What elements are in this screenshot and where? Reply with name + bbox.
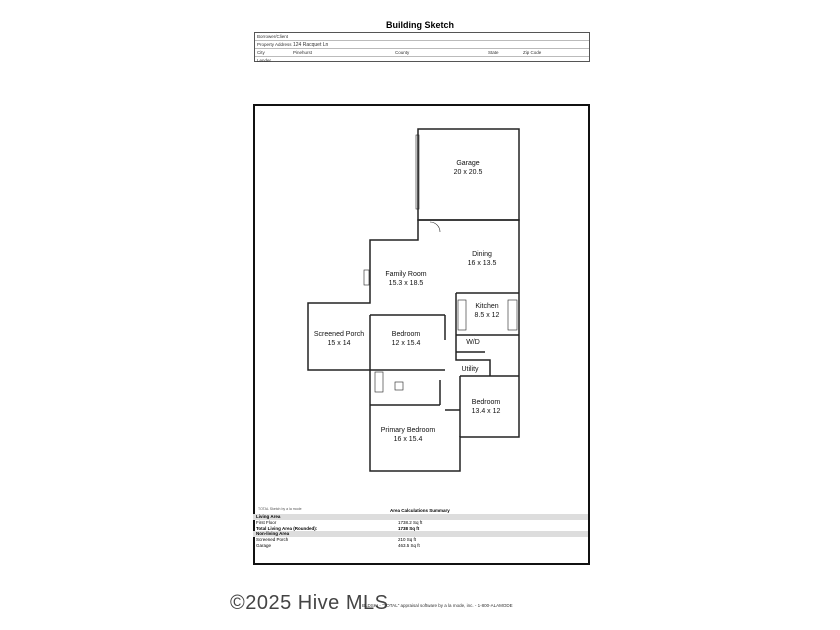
room-name: Screened Porch xyxy=(314,331,364,338)
porch-label: Screened Porch xyxy=(256,537,289,542)
summary-title: Area Calculations Summary xyxy=(390,508,450,513)
first-floor-row: First Floor 1738.2 Sq ft xyxy=(253,520,588,526)
room-dims: 16 x 15.4 xyxy=(394,436,423,443)
sketch-frame xyxy=(253,104,590,565)
room-name: Kitchen xyxy=(475,303,498,310)
room-name: Family Room xyxy=(385,271,426,278)
borrower-label: Borrower/Client xyxy=(257,34,289,39)
fireplace xyxy=(363,269,370,286)
room-name: Bedroom xyxy=(392,331,421,338)
garage-row: Garage 463.5 Sq ft xyxy=(253,543,588,549)
kitchen-counter xyxy=(457,299,467,331)
door-swing xyxy=(429,221,441,233)
room-dims: 20 x 20.5 xyxy=(454,169,483,176)
footer-text: BLDSKI - "TOTAL" appraisal software by a… xyxy=(362,603,513,608)
room-dims: 15.3 x 18.5 xyxy=(389,280,424,287)
watermark: ©2025 Hive MLS xyxy=(230,592,389,614)
zip-label: Zip Code xyxy=(523,50,542,55)
county-label: County xyxy=(395,50,410,55)
total-living-row: Total Living Area (Rounded): 1738 Sq ft xyxy=(253,526,588,532)
kitchen-counter xyxy=(507,299,518,331)
room-name: Utility xyxy=(461,366,479,373)
interior-wall xyxy=(455,293,491,376)
page-title: Building Sketch xyxy=(385,20,454,30)
porch-value: 210 Sq ft xyxy=(398,537,417,542)
toilet xyxy=(394,381,404,391)
room-dims: 8.5 x 12 xyxy=(475,312,500,319)
first-floor-label: First Floor xyxy=(256,520,277,525)
room-name: Garage xyxy=(456,160,479,167)
total-value: 1738 Sq ft xyxy=(398,525,420,531)
city-label: City xyxy=(257,50,265,55)
address-value: 124 Racquet Ln xyxy=(293,42,329,48)
room-name: W/D xyxy=(466,339,480,346)
total-label: Total Living Area (Rounded): xyxy=(256,525,318,531)
garage-label: Garage xyxy=(256,542,272,548)
lender-label: Lender xyxy=(257,58,272,63)
room-name: Dining xyxy=(472,251,492,258)
porch-row: Screened Porch 210 Sq ft xyxy=(253,537,588,543)
garage-value: 463.5 Sq ft xyxy=(398,542,420,548)
state-label: State xyxy=(488,50,499,55)
first-floor-value: 1738.2 Sq ft xyxy=(398,520,423,525)
room-name: Bedroom xyxy=(472,399,501,406)
living-area-header: Living Area xyxy=(253,514,588,520)
bath-fixture xyxy=(374,371,384,393)
city-value: Pinehurst xyxy=(293,50,313,55)
room-dims: 13.4 x 12 xyxy=(472,408,501,415)
area-summary: Living Area First Floor 1738.2 Sq ft Tota… xyxy=(253,514,588,548)
room-dims: 16 x 13.5 xyxy=(468,260,497,267)
room-dims: 12 x 15.4 xyxy=(392,340,421,347)
sketch-credit: TOTAL Sketch by a la mode xyxy=(258,507,302,511)
room-dims: 15 x 14 xyxy=(328,340,351,347)
garage-door xyxy=(415,134,420,210)
room-name: Primary Bedroom xyxy=(381,427,436,434)
address-label: Property Address xyxy=(257,42,292,47)
nonliving-area-header: Non-living Area xyxy=(253,531,588,537)
